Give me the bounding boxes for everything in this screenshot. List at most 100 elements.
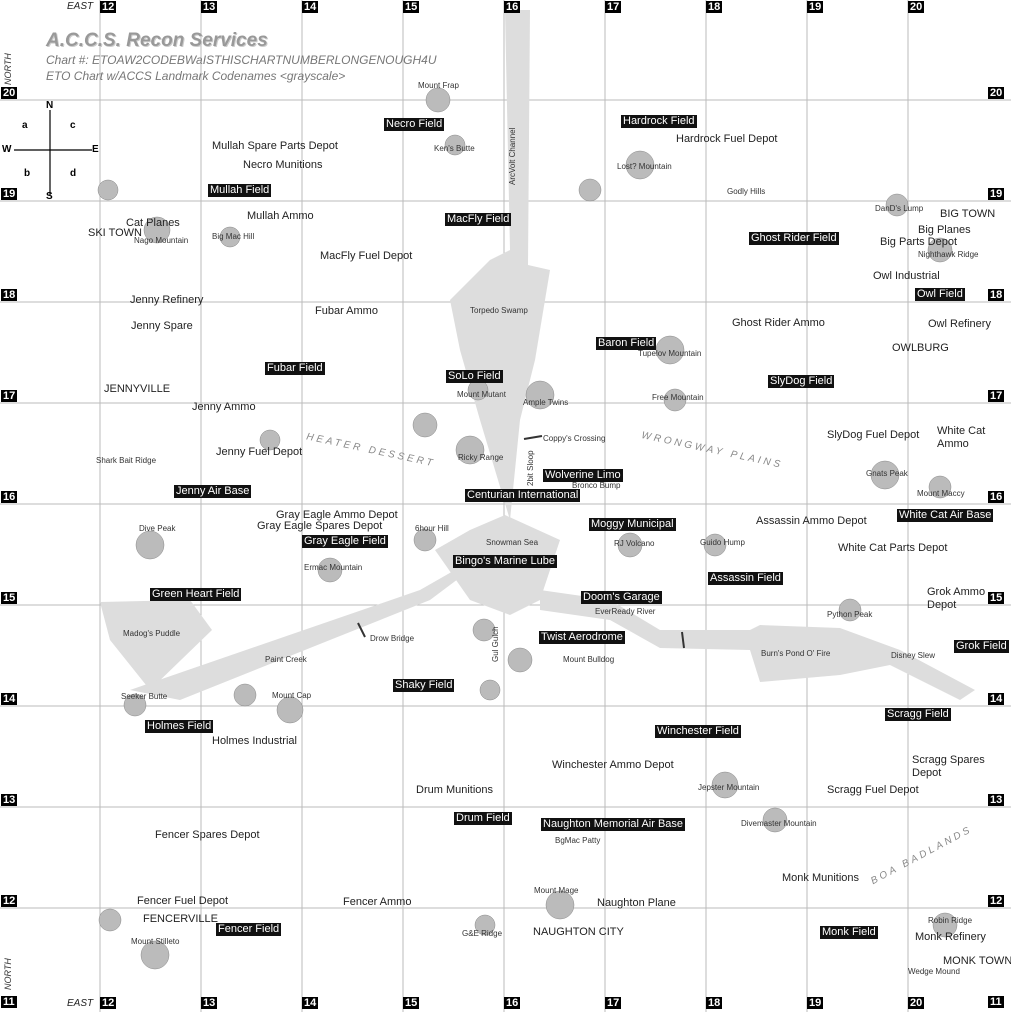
- field-grok[interactable]: Grok Field: [954, 640, 1009, 653]
- terrain-disney-slew: Disney Slew: [891, 651, 936, 660]
- place-gray-eagle-spares: Gray Eagle Spares Depot: [257, 520, 383, 532]
- place-big-parts: Big Parts Depot: [880, 236, 958, 248]
- terrain-mount-maccy: Mount Maccy: [917, 489, 965, 498]
- place-assassin-ammo: Assassin Ammo Depot: [756, 515, 867, 527]
- terrain-seeker-butte: Seeker Butte: [121, 692, 168, 701]
- field-centurian-international[interactable]: Centurian International: [465, 489, 581, 502]
- row-15-left: 15: [1, 592, 18, 604]
- field-jenny-air-base[interactable]: Jenny Air Base: [174, 485, 252, 498]
- field-hardrock[interactable]: Hardrock Field: [621, 115, 697, 128]
- row-12-right: 12: [988, 895, 1005, 907]
- terrain-ermac-mountain: Ermac Mountain: [304, 563, 363, 572]
- field-assassin[interactable]: Assassin Field: [708, 572, 783, 585]
- col-16-top: 16: [504, 1, 521, 13]
- place-monk-town: MONK TOWN: [943, 955, 1011, 967]
- compass-rose: [14, 110, 92, 195]
- place-jenny-ammo: Jenny Ammo: [192, 401, 256, 413]
- terrain-ge-ridge: G&E Ridge: [462, 929, 503, 938]
- field-necro[interactable]: Necro Field: [384, 118, 445, 131]
- col-17-top: 17: [605, 1, 622, 13]
- place-grok-ammo: Grok Ammo Depot: [927, 586, 986, 611]
- field-shaky[interactable]: Shaky Field: [393, 679, 455, 692]
- place-scragg-fuel: Scragg Fuel Depot: [827, 784, 919, 796]
- field-wolverine-limo[interactable]: Wolverine Limo: [543, 469, 623, 482]
- row-20-left: 20: [1, 87, 18, 99]
- place-big-planes: Big Planes: [918, 224, 971, 236]
- field-green-heart[interactable]: Green Heart Field: [150, 588, 242, 601]
- place-owl-refinery: Owl Refinery: [928, 318, 991, 330]
- bridges: [357, 435, 685, 649]
- east-label-top: EAST: [67, 1, 94, 12]
- place-jenny-spare: Jenny Spare: [131, 320, 193, 332]
- place-jenny-fuel: Jenny Fuel Depot: [216, 446, 303, 458]
- place-drum-munitions: Drum Munitions: [416, 784, 494, 796]
- field-drum[interactable]: Drum Field: [454, 812, 512, 825]
- field-mullah[interactable]: Mullah Field: [208, 184, 272, 197]
- row-13-left: 13: [1, 794, 18, 806]
- field-naughton-memorial[interactable]: Naughton Memorial Air Base: [541, 818, 686, 831]
- field-scragg[interactable]: Scragg Field: [885, 708, 951, 721]
- terrain-divemaster-mountain: Divemaster Mountain: [741, 819, 817, 828]
- place-fencer-ammo: Fencer Ammo: [343, 896, 412, 908]
- chart-number: Chart #: ETOAW2CODEBWaISTHISCHARTNUMBERL…: [46, 53, 437, 67]
- place-jenny-refinery: Jenny Refinery: [130, 294, 204, 306]
- terrain-6hour-hill: 6hour Hill: [415, 524, 449, 533]
- field-ghost-rider[interactable]: Ghost Rider Field: [749, 232, 839, 245]
- field-monk[interactable]: Monk Field: [820, 926, 878, 939]
- field-fencer[interactable]: Fencer Field: [216, 923, 282, 936]
- col-17-bottom: 17: [605, 997, 622, 1009]
- place-naughton-city: NAUGHTON CITY: [533, 926, 624, 938]
- place-white-cat-parts: White Cat Parts Depot: [838, 542, 948, 554]
- compass-d: d: [70, 168, 77, 179]
- row-17-right: 17: [988, 390, 1005, 402]
- mountains: [97, 87, 958, 970]
- field-winchester[interactable]: Winchester Field: [655, 725, 741, 738]
- place-fencer-spares: Fencer Spares Depot: [155, 829, 260, 841]
- terrain-jepster-mountain: Jepster Mountain: [698, 783, 760, 792]
- place-white-cat-ammo: White Cat Ammo: [937, 425, 986, 450]
- compass-a: a: [22, 120, 28, 131]
- row-15-right: 15: [988, 592, 1005, 604]
- col-18-bottom: 18: [706, 997, 723, 1009]
- row-18-left: 18: [1, 289, 18, 301]
- col-19-top: 19: [807, 1, 824, 13]
- place-naughton-plane: Naughton Plane: [597, 897, 676, 909]
- field-fubar[interactable]: Fubar Field: [265, 362, 325, 375]
- field-bingos-marine-lube[interactable]: Bingo's Marine Lube: [453, 555, 557, 568]
- field-solo[interactable]: SoLo Field: [446, 370, 503, 383]
- field-gray-eagle[interactable]: Gray Eagle Field: [302, 535, 388, 548]
- terrain-guido-hump: Guido Hump: [700, 538, 745, 547]
- place-jennyville: JENNYVILLE: [104, 383, 171, 395]
- row-14-right: 14: [988, 693, 1005, 705]
- place-scragg-spares: Scragg Spares Depot: [912, 754, 985, 779]
- terrain-wedge-mound: Wedge Mound: [908, 967, 960, 976]
- field-owl[interactable]: Owl Field: [915, 288, 965, 301]
- row-13-right: 13: [988, 794, 1005, 806]
- terrain-rj-volcano: RJ Volcano: [614, 539, 655, 548]
- col-15-bottom: 15: [403, 997, 420, 1009]
- terrain-burns-pond: Burn's Pond O' Fire: [761, 649, 831, 658]
- terrain-arcvolt-channel: ArcVolt Channel: [508, 127, 517, 185]
- place-holmes-industrial: Holmes Industrial: [212, 735, 297, 747]
- field-baron[interactable]: Baron Field: [596, 337, 657, 350]
- field-moggy-municipal[interactable]: Moggy Municipal: [589, 518, 676, 531]
- place-fencer-fuel: Fencer Fuel Depot: [137, 895, 229, 907]
- col-14-top: 14: [302, 1, 319, 13]
- field-macfly[interactable]: MacFly Field: [445, 213, 512, 226]
- row-17-left: 17: [1, 390, 18, 402]
- chart-title: A.C.C.S. Recon Services: [46, 30, 268, 51]
- field-holmes[interactable]: Holmes Field: [145, 720, 214, 733]
- place-fencerville: FENCERVILLE: [143, 913, 218, 925]
- field-white-cat-air-base[interactable]: White Cat Air Base: [897, 509, 994, 522]
- terrain-paint-creek: Paint Creek: [265, 655, 307, 664]
- col-13-top: 13: [201, 1, 218, 13]
- place-macfly-fuel: MacFly Fuel Depot: [320, 250, 413, 262]
- field-twist-aerodrome[interactable]: Twist Aerodrome: [539, 631, 625, 644]
- terrain-ricky-range: Ricky Range: [458, 453, 504, 462]
- field-dooms-garage[interactable]: Doom's Garage: [581, 591, 662, 604]
- place-cat-planes: Cat Planes: [126, 217, 180, 229]
- field-slydog[interactable]: SlyDog Field: [768, 375, 835, 388]
- place-necro-munitions: Necro Munitions: [243, 159, 323, 171]
